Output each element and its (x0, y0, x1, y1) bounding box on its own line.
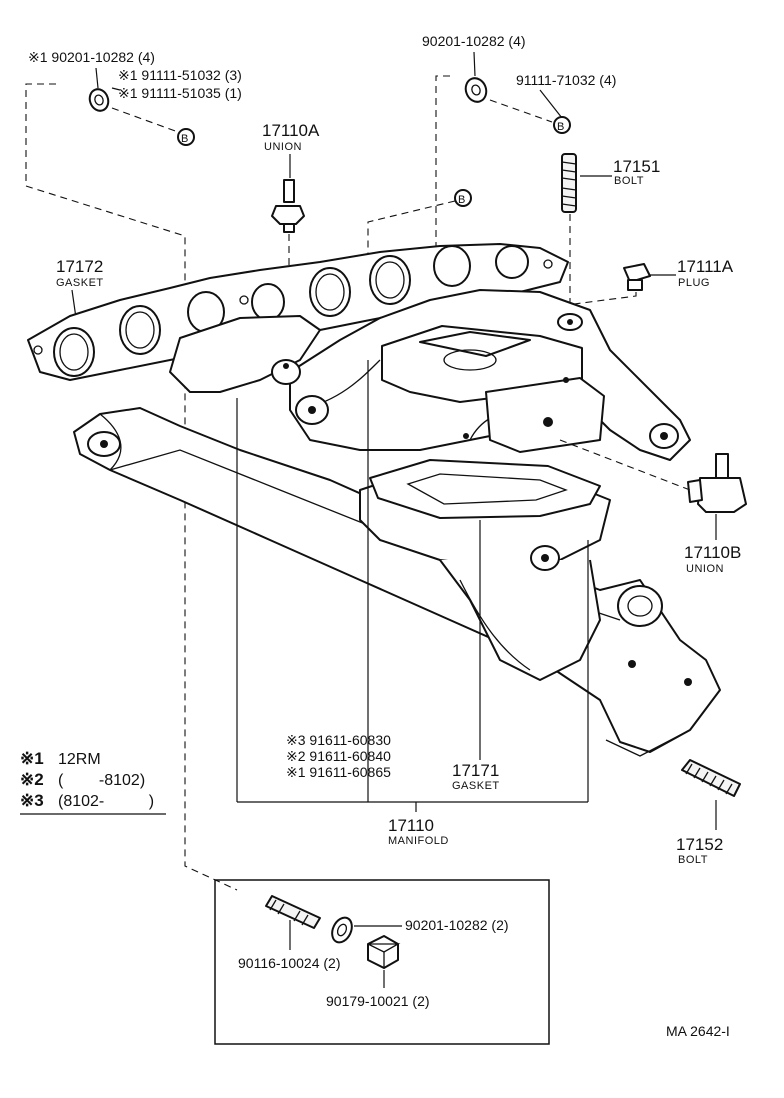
svg-text:B: B (557, 121, 564, 133)
inset-box (214, 879, 550, 1045)
label-bolt-17152-num: 17152 (676, 835, 723, 854)
stud-bolt-icon-17151 (561, 153, 577, 213)
washer-icon-top (464, 77, 488, 103)
label-bolt-17152-cap: BOLT (678, 854, 708, 866)
manifold-icon (73, 289, 721, 757)
nut-icon-inset (367, 935, 401, 969)
dashed-leader-tl (25, 83, 238, 891)
label-top-washer: 90201-10282 (4) (422, 33, 526, 49)
label-plug-num: 17111A (677, 257, 734, 276)
legend-text-1: 12RM (58, 751, 101, 768)
label-manifold-num: 17110 (388, 816, 434, 835)
washer-icon-inset (331, 916, 353, 944)
washer-icon-tl (88, 88, 110, 112)
legend-text-3: (8102- ) (58, 793, 154, 810)
label-bolt-17151-num: 17151 (613, 157, 660, 176)
gasket-icon-17172 (27, 243, 569, 381)
label-manifold-pn-1: ※1 91611-60865 (286, 764, 391, 780)
label-union-a-cap: UNION (264, 141, 302, 153)
label-plug-cap: PLUG (678, 277, 710, 289)
ref-b-marker-mid (454, 189, 472, 207)
label-gasket-17172-cap: GASKET (56, 277, 104, 289)
label-tl-bolt-b: ※1 91111-51035 (1) (118, 85, 242, 101)
reference-code: MA 2642-I (666, 1023, 730, 1039)
label-washer-pn: 90201-10282 (2) (405, 917, 509, 933)
label-bolt-17151-cap: BOLT (614, 175, 644, 187)
legend-text-2: ( -8102) (58, 772, 145, 789)
label-tl-washer: ※1 90201-10282 (4) (28, 49, 155, 65)
label-tl-bolt-a: ※1 91111-51032 (3) (118, 67, 242, 83)
label-union-b-cap: UNION (686, 563, 724, 575)
label-stud-pn: 90116-10024 (2) (238, 955, 340, 971)
ref-b-marker-top (553, 116, 571, 134)
legend: ※1 12RM ※2 ( -8102) ※3 (8102- ) (20, 749, 166, 815)
union-icon-17110a (271, 179, 305, 233)
gasket-icon-17171 (369, 459, 601, 519)
stud-bolt-icon-17152 (681, 759, 741, 797)
plug-icon (623, 263, 651, 291)
label-manifold-pn-3: ※3 91611-60830 (286, 732, 391, 748)
svg-text:B: B (458, 194, 465, 206)
stud-icon-inset (265, 895, 321, 929)
label-gasket-17171-cap: GASKET (452, 780, 500, 792)
label-nut-pn: 90179-10021 (2) (326, 993, 430, 1009)
label-union-a-num: 17110A (262, 121, 320, 140)
label-manifold-cap: MANIFOLD (388, 835, 449, 847)
legend-mark-2: ※2 (20, 770, 44, 789)
label-gasket-17172-num: 17172 (56, 257, 103, 276)
label-union-b-num: 17110B (684, 543, 741, 562)
svg-text:B: B (181, 133, 188, 145)
legend-mark-1: ※1 (20, 749, 44, 768)
legend-mark-3: ※3 (20, 791, 44, 810)
ref-b-marker-tl (177, 128, 195, 146)
label-gasket-17171-num: 17171 (452, 761, 499, 780)
label-top-bolt: 91111-71032 (4) (516, 72, 616, 88)
dashed-leader-top (435, 75, 450, 290)
label-manifold-pn-2: ※2 91611-60840 (286, 748, 391, 764)
union-icon-17110b (687, 453, 747, 513)
